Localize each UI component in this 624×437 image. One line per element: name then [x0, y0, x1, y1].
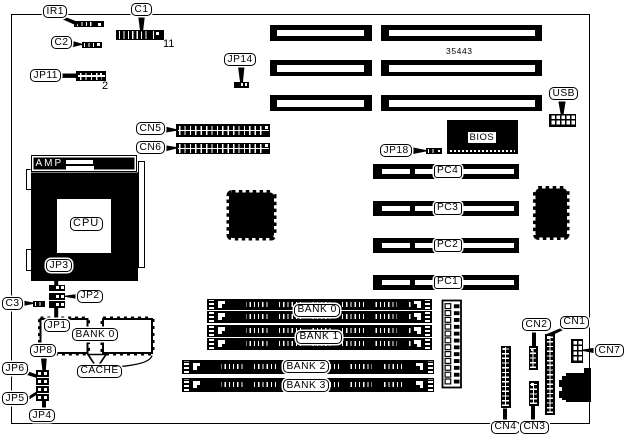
isa-slot-1-left	[269, 24, 372, 41]
callout-cache: CACHE	[77, 364, 123, 378]
keyboard-connector-tab1	[558, 380, 563, 387]
cn2-connector	[528, 346, 538, 370]
c2-connector	[81, 41, 102, 48]
jp11-header	[76, 71, 106, 81]
jp6-jumper-row2	[35, 378, 49, 385]
pci-slot-label-pc3: PC3	[433, 201, 462, 215]
callout-jp2: JP2	[77, 289, 104, 303]
jp6-jumper-row1	[35, 369, 49, 377]
jp3-jumper-row2	[49, 293, 65, 300]
cache-brace	[119, 355, 153, 368]
isa-slot-2-right	[381, 60, 542, 76]
callout-jp8: JP8	[30, 344, 57, 357]
bank1-label: BANK 1	[296, 330, 343, 344]
callout-bank0-cache: BANK 0	[72, 328, 119, 341]
keyboard-connector-tab2	[558, 391, 563, 398]
callout-c2: C2	[51, 36, 73, 49]
cn3-connector	[528, 381, 539, 406]
isa-slot-3-right	[381, 95, 542, 111]
cn5-connector	[176, 124, 270, 137]
isa-slot-1-right	[381, 24, 542, 41]
callout-jp5: JP5	[2, 392, 29, 405]
simm-socket-bank0-b	[207, 311, 432, 324]
bank0-label: BANK 0	[294, 303, 341, 317]
callout-jp6: JP6	[2, 362, 29, 375]
callout-cn3: CN3	[520, 420, 549, 434]
jp5-jumper-row1	[35, 386, 49, 394]
keyboard-connector-side	[562, 376, 567, 400]
pci-slot-label-pc1: PC1	[433, 275, 462, 289]
cn1-connector	[545, 334, 555, 415]
chip-square-left	[226, 190, 277, 241]
bank3-label: BANK 3	[283, 379, 330, 392]
ir1-connector	[74, 21, 104, 28]
callout-cn1: CN1	[560, 315, 589, 329]
cn6-connector	[176, 142, 270, 154]
keyboard-connector-step	[584, 368, 591, 374]
pci-slot-label-pc2: PC2	[433, 238, 462, 252]
callout-cn4: CN4	[491, 420, 520, 434]
callout-c3: C3	[2, 297, 24, 310]
simm-socket-bank1-b	[207, 338, 432, 351]
board-outline	[10, 13, 590, 424]
socket-tab-top-left	[26, 168, 32, 190]
callout-jp18: JP18	[380, 144, 413, 157]
cache-pointer	[86, 353, 108, 370]
callout-jp4: JP4	[29, 409, 56, 422]
callout-c1: C1	[131, 3, 153, 16]
cpu-label: CPU	[69, 216, 103, 231]
amp-regulator: AMP	[30, 155, 137, 172]
callout-ir1: IR1	[43, 5, 68, 18]
callout-usb: USB	[549, 87, 579, 100]
chip-square-right	[533, 186, 570, 240]
bank2-label: BANK 2	[283, 360, 330, 373]
cn4-connector	[500, 345, 511, 408]
pci-slot-label-pc4: PC4	[433, 164, 462, 178]
callout-jp14: JP14	[224, 53, 257, 66]
callout-cn2: CN2	[522, 318, 551, 331]
jp3-jumper-row3	[49, 301, 65, 308]
board-part-number: 35443	[446, 46, 473, 56]
isa-slot-3-left	[269, 95, 372, 111]
c1-pin-annotation: 11	[163, 38, 175, 50]
callout-cn7: CN7	[595, 344, 624, 357]
callout-jp1: JP1	[44, 319, 71, 332]
power-connector	[441, 299, 462, 389]
amp-label: AMP	[35, 158, 64, 169]
keyboard-connector	[566, 373, 591, 402]
callout-cn5: CN5	[136, 122, 165, 135]
callout-jp3: JP3	[46, 259, 73, 272]
c3-connector	[33, 300, 45, 307]
isa-slot-2-left	[269, 60, 372, 76]
callout-cn6: CN6	[136, 141, 165, 154]
socket-tab-bottom-left	[26, 249, 32, 271]
c1-connector	[115, 30, 164, 40]
jp18-connector	[426, 148, 442, 154]
jp11-pin-annotation: 2	[102, 80, 109, 92]
jp5-jumper-row2	[35, 394, 49, 402]
callout-jp11: JP11	[30, 69, 62, 82]
bios-label: BIOS	[466, 130, 498, 144]
